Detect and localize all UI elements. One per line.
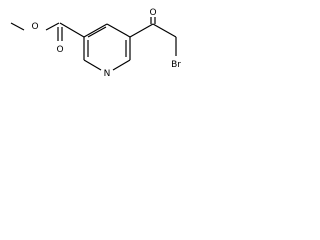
bond-ester-oxygen-carbonyl [45, 22, 60, 31]
atom-label-ketone-oxygen: O [149, 8, 156, 18]
bond-carbonyl-ring [59, 22, 85, 38]
bond-ring-c2-c3 [83, 23, 108, 38]
atom-label-ester-carbonyl-oxygen: O [56, 45, 63, 55]
bond-ring-c3-c4 [106, 23, 131, 38]
bond-ring-c2-c3-inner [87, 26, 107, 38]
bond-ring-ketone [129, 23, 154, 38]
atom-label-ester-single-oxygen: O [31, 22, 38, 32]
chemical-structure-diagram: O O N O Br [10, 8, 181, 79]
atom-label-bromine: Br [171, 60, 181, 70]
bond-ring-c5-c6 [112, 59, 131, 71]
atom-label-pyridine-nitrogen: N [104, 69, 111, 79]
bond-methyl-oxygen [10, 22, 25, 31]
bond-ketone-ch2 [152, 23, 177, 38]
bond-ring-c6-n [83, 59, 102, 71]
